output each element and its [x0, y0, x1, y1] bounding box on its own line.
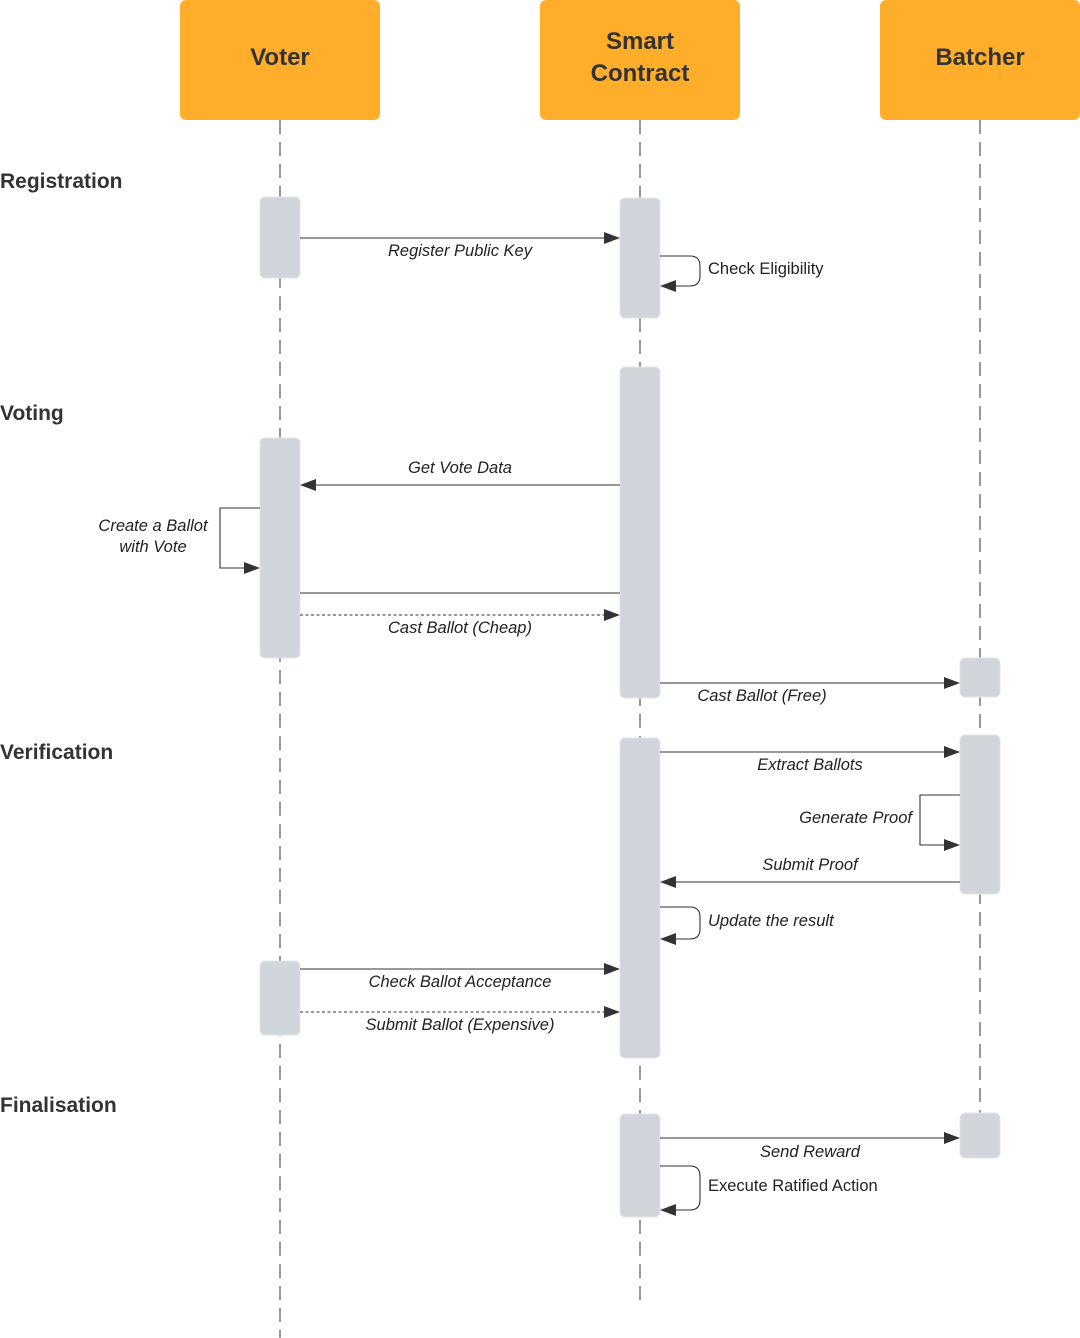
execute-ratified-action-label: Execute Ratified Action: [708, 1177, 878, 1195]
section-registration: Registration: [0, 170, 123, 193]
batcher-activation-finalisation: [959, 1112, 1001, 1159]
submit-ballot-expensive-label: Submit Ballot (Expensive): [366, 1016, 555, 1034]
voter-activation-registration: [259, 196, 301, 279]
create-ballot-label-line1: Create a Ballot: [98, 517, 209, 535]
section-finalisation: Finalisation: [0, 1094, 117, 1117]
generate-proof-arrow: [919, 794, 960, 851]
execute-ratified-action-arrow: [660, 1165, 701, 1216]
submit-proof-label: Submit Proof: [762, 856, 860, 874]
contract-activation-registration: [619, 197, 661, 319]
check-eligibility-arrow: [660, 255, 701, 292]
update-result-arrow: [660, 906, 701, 945]
update-result-label: Update the result: [708, 912, 835, 930]
voter-actor-label: Voter: [250, 44, 310, 71]
check-ballot-acceptance-label: Check Ballot Acceptance: [369, 973, 552, 991]
check-eligibility-label: Check Eligibility: [708, 260, 824, 278]
contract-activation-voting: [619, 366, 661, 699]
create-ballot-label-line2: with Vote: [119, 538, 186, 556]
batcher-activation-cast: [959, 657, 1001, 698]
extract-ballots-label: Extract Ballots: [757, 756, 862, 774]
cast-ballot-cheap-label: Cast Ballot (Cheap): [388, 619, 532, 637]
voter-activation-voting: [259, 437, 301, 659]
contract-actor-label-line1: Smart: [606, 28, 674, 55]
contract-actor: Smart Contract: [540, 0, 740, 120]
batcher-activation-verification: [959, 734, 1001, 895]
batcher-actor-label: Batcher: [935, 44, 1024, 71]
section-verification: Verification: [0, 741, 113, 764]
cast-ballot-free-label: Cast Ballot (Free): [697, 687, 826, 705]
get-vote-data-label: Get Vote Data: [408, 459, 512, 477]
voter-activation-verification: [259, 960, 301, 1036]
create-ballot-arrow: [219, 507, 260, 574]
generate-proof-label: Generate Proof: [799, 809, 914, 827]
contract-activation-verification: [619, 737, 661, 1059]
send-reward-label: Send Reward: [760, 1143, 861, 1161]
contract-activation-finalisation: [619, 1113, 661, 1218]
register-public-key-label: Register Public Key: [388, 242, 534, 260]
voter-actor: Voter: [180, 0, 380, 120]
section-voting: Voting: [0, 402, 64, 425]
batcher-actor: Batcher: [880, 0, 1080, 120]
contract-actor-label-line2: Contract: [591, 60, 690, 87]
